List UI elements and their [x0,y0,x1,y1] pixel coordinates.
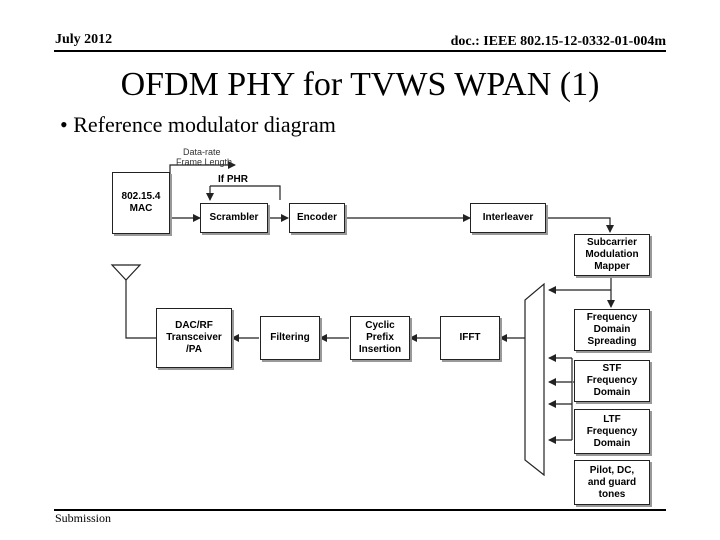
footer-submission: Submission [55,511,112,525]
if-phr-label: If PHR [218,174,248,185]
interleaver-block: Interleaver [470,203,546,233]
footer-rule [54,509,666,511]
stf-block: STF Frequency Domain [574,360,650,402]
header-rule [54,50,666,52]
frequency-spreading-block: Frequency Domain Spreading [574,309,650,351]
slide-title: OFDM PHY for TVWS WPAN (1) [120,66,600,103]
header-date: July 2012 [55,32,113,47]
encoder-block: Encoder [289,203,345,233]
filtering-block: Filtering [260,316,320,360]
pilot-dc-guard-block: Pilot, DC, and guard tones [574,460,650,505]
ifft-block: IFFT [440,316,500,360]
ltf-block: LTF Frequency Domain [574,409,650,454]
scrambler-block: Scrambler [200,203,268,233]
frame-length-label: Frame Length [176,157,233,167]
dac-rf-block: DAC/RF Transceiver /PA [156,308,232,368]
header-doc-id: doc.: IEEE 802.15-12-0332-01-004m [450,34,666,49]
cyclic-prefix-block: Cyclic Prefix Insertion [350,316,410,360]
mac-block: 802.15.4 MAC [112,172,170,234]
bullet-text: • Reference modulator diagram [60,112,336,137]
subcarrier-mapper-block: Subcarrier Modulation Mapper [574,234,650,276]
data-rate-label: Data-rate [183,147,221,157]
